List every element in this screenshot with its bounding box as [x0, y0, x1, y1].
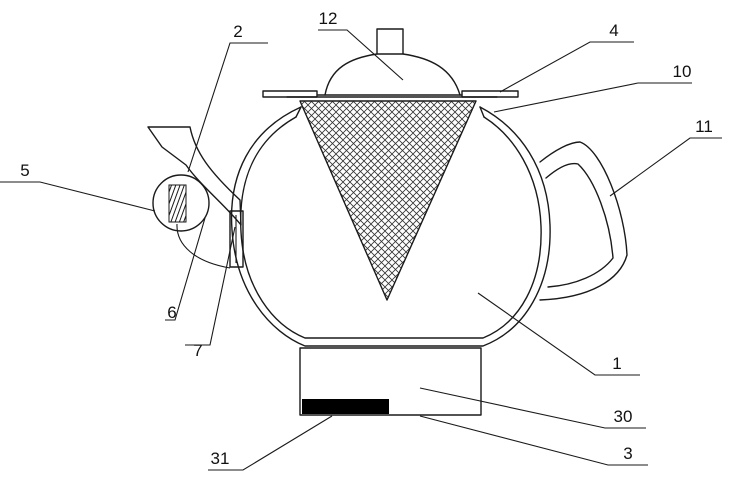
lid-rim — [262, 90, 519, 98]
label-2: 2 — [233, 22, 242, 41]
valve-circle — [152, 174, 210, 232]
leader-lines — [0, 29, 722, 471]
label-30: 30 — [614, 407, 633, 426]
teapot-body — [230, 106, 551, 347]
filter-cone — [286, 96, 498, 301]
valve-core — [168, 184, 187, 223]
label-4: 4 — [609, 21, 618, 40]
base — [299, 347, 482, 416]
sensor-plate — [229, 210, 244, 268]
label-3: 3 — [623, 444, 632, 463]
label-12: 12 — [319, 9, 338, 28]
spout — [147, 126, 242, 226]
heater-element — [302, 399, 389, 414]
label-31: 31 — [211, 449, 230, 468]
label-11: 11 — [695, 117, 713, 136]
label-5: 5 — [20, 161, 29, 180]
label-10: 10 — [673, 62, 692, 81]
labels: 2 12 4 10 11 5 6 7 1 30 31 3 — [20, 9, 713, 468]
valve-assembly — [152, 174, 244, 269]
label-1: 1 — [612, 354, 621, 373]
lid — [317, 28, 463, 96]
label-6: 6 — [167, 303, 176, 322]
handle — [539, 141, 628, 301]
label-7: 7 — [193, 341, 202, 360]
